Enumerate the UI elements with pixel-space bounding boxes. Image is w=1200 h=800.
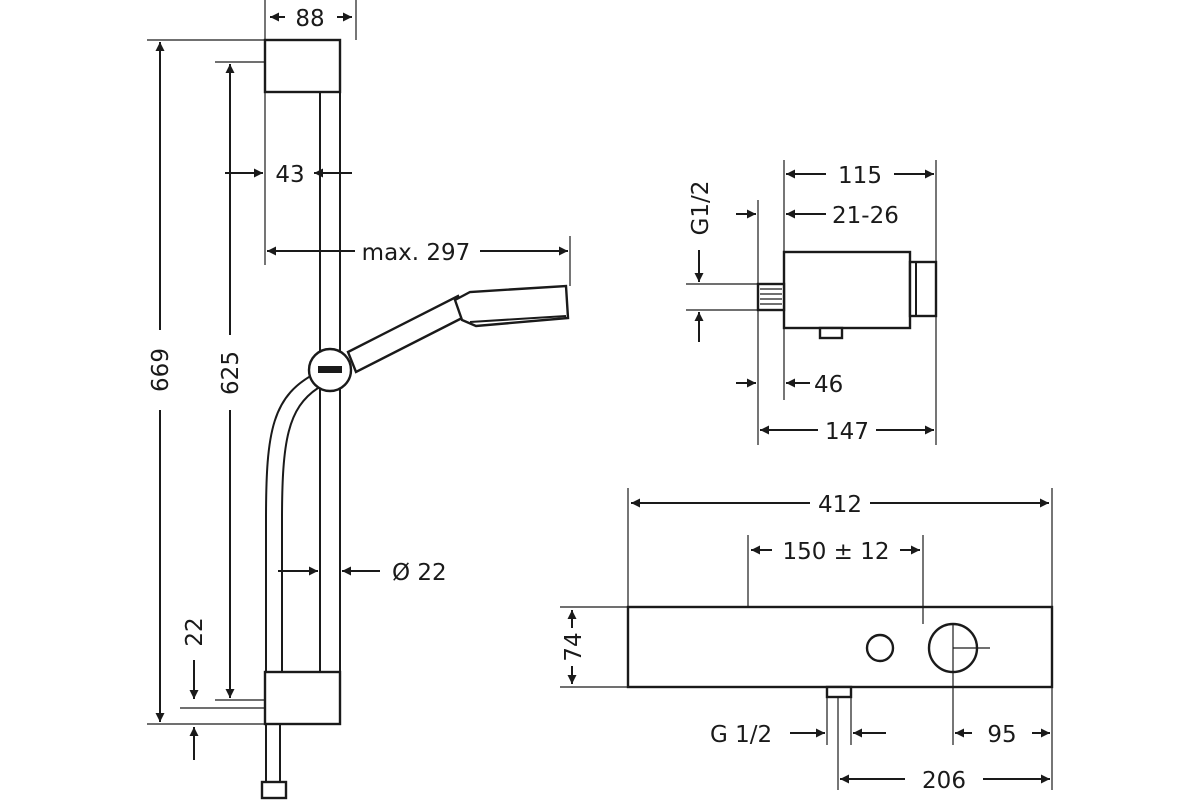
dim-95: 95 (955, 722, 1050, 748)
dim-115: 115 (786, 163, 934, 189)
dim-g12-vertical: G1/2 (688, 181, 714, 342)
dim-43: 43 (225, 162, 352, 188)
dim-max-297: max. 297 (267, 240, 568, 266)
dim-46: 46 (736, 372, 843, 398)
label-46: 46 (814, 372, 843, 398)
dim-147: 147 (760, 419, 934, 445)
label-max-297: max. 297 (362, 240, 471, 266)
dim-74: 74 (561, 610, 587, 684)
shower-hose-inner (281, 387, 319, 672)
label-412: 412 (818, 492, 862, 518)
dim-669: 669 (148, 42, 174, 722)
hand-shower-handle (346, 294, 468, 374)
label-dia-22: Ø 22 (392, 560, 447, 586)
extension-lines-front-view (560, 488, 1053, 790)
shower-hose-outer (265, 371, 319, 672)
label-g12-horizontal: G 1/2 (710, 722, 772, 748)
extension-lines-rail (147, 0, 571, 725)
diverter-button (865, 633, 895, 663)
hose-nut (260, 780, 288, 800)
dim-22: 22 (182, 617, 208, 760)
front-view-outlet (825, 685, 853, 699)
side-view-knob (908, 260, 938, 318)
label-43: 43 (275, 162, 304, 188)
label-74: 74 (561, 632, 587, 661)
dim-412: 412 (631, 492, 1049, 518)
label-206: 206 (922, 768, 966, 794)
label-g12-vertical: G1/2 (688, 181, 714, 236)
front-view-body (626, 605, 1054, 689)
dim-g12-horizontal: G 1/2 (710, 722, 886, 748)
thermostat-front-view (626, 605, 1054, 699)
label-669: 669 (148, 348, 174, 392)
label-21-26: 21-26 (832, 203, 899, 229)
label-147: 147 (825, 419, 869, 445)
label-88: 88 (295, 6, 324, 32)
dim-88: 88 (270, 6, 352, 32)
dim-dia-22: Ø 22 (278, 560, 447, 586)
side-view-body (782, 250, 912, 330)
dim-625: 625 (218, 64, 244, 698)
side-view-inlet (756, 282, 786, 312)
extension-lines-side-view (686, 160, 937, 445)
label-95: 95 (987, 722, 1016, 748)
label-22: 22 (182, 617, 208, 646)
label-150: 150 ± 12 (782, 539, 889, 565)
top-wall-bracket (263, 38, 342, 94)
thermostat-side-view (756, 250, 938, 340)
label-625: 625 (218, 351, 244, 395)
bottom-wall-bracket (263, 670, 342, 726)
dim-150: 150 ± 12 (751, 539, 920, 565)
label-115: 115 (838, 163, 882, 189)
hand-shower-head (453, 284, 570, 328)
shower-rail-view (260, 38, 570, 800)
dim-21-26: 21-26 (736, 203, 899, 229)
dim-206: 206 (840, 768, 1050, 794)
side-view-outlet (818, 326, 844, 340)
